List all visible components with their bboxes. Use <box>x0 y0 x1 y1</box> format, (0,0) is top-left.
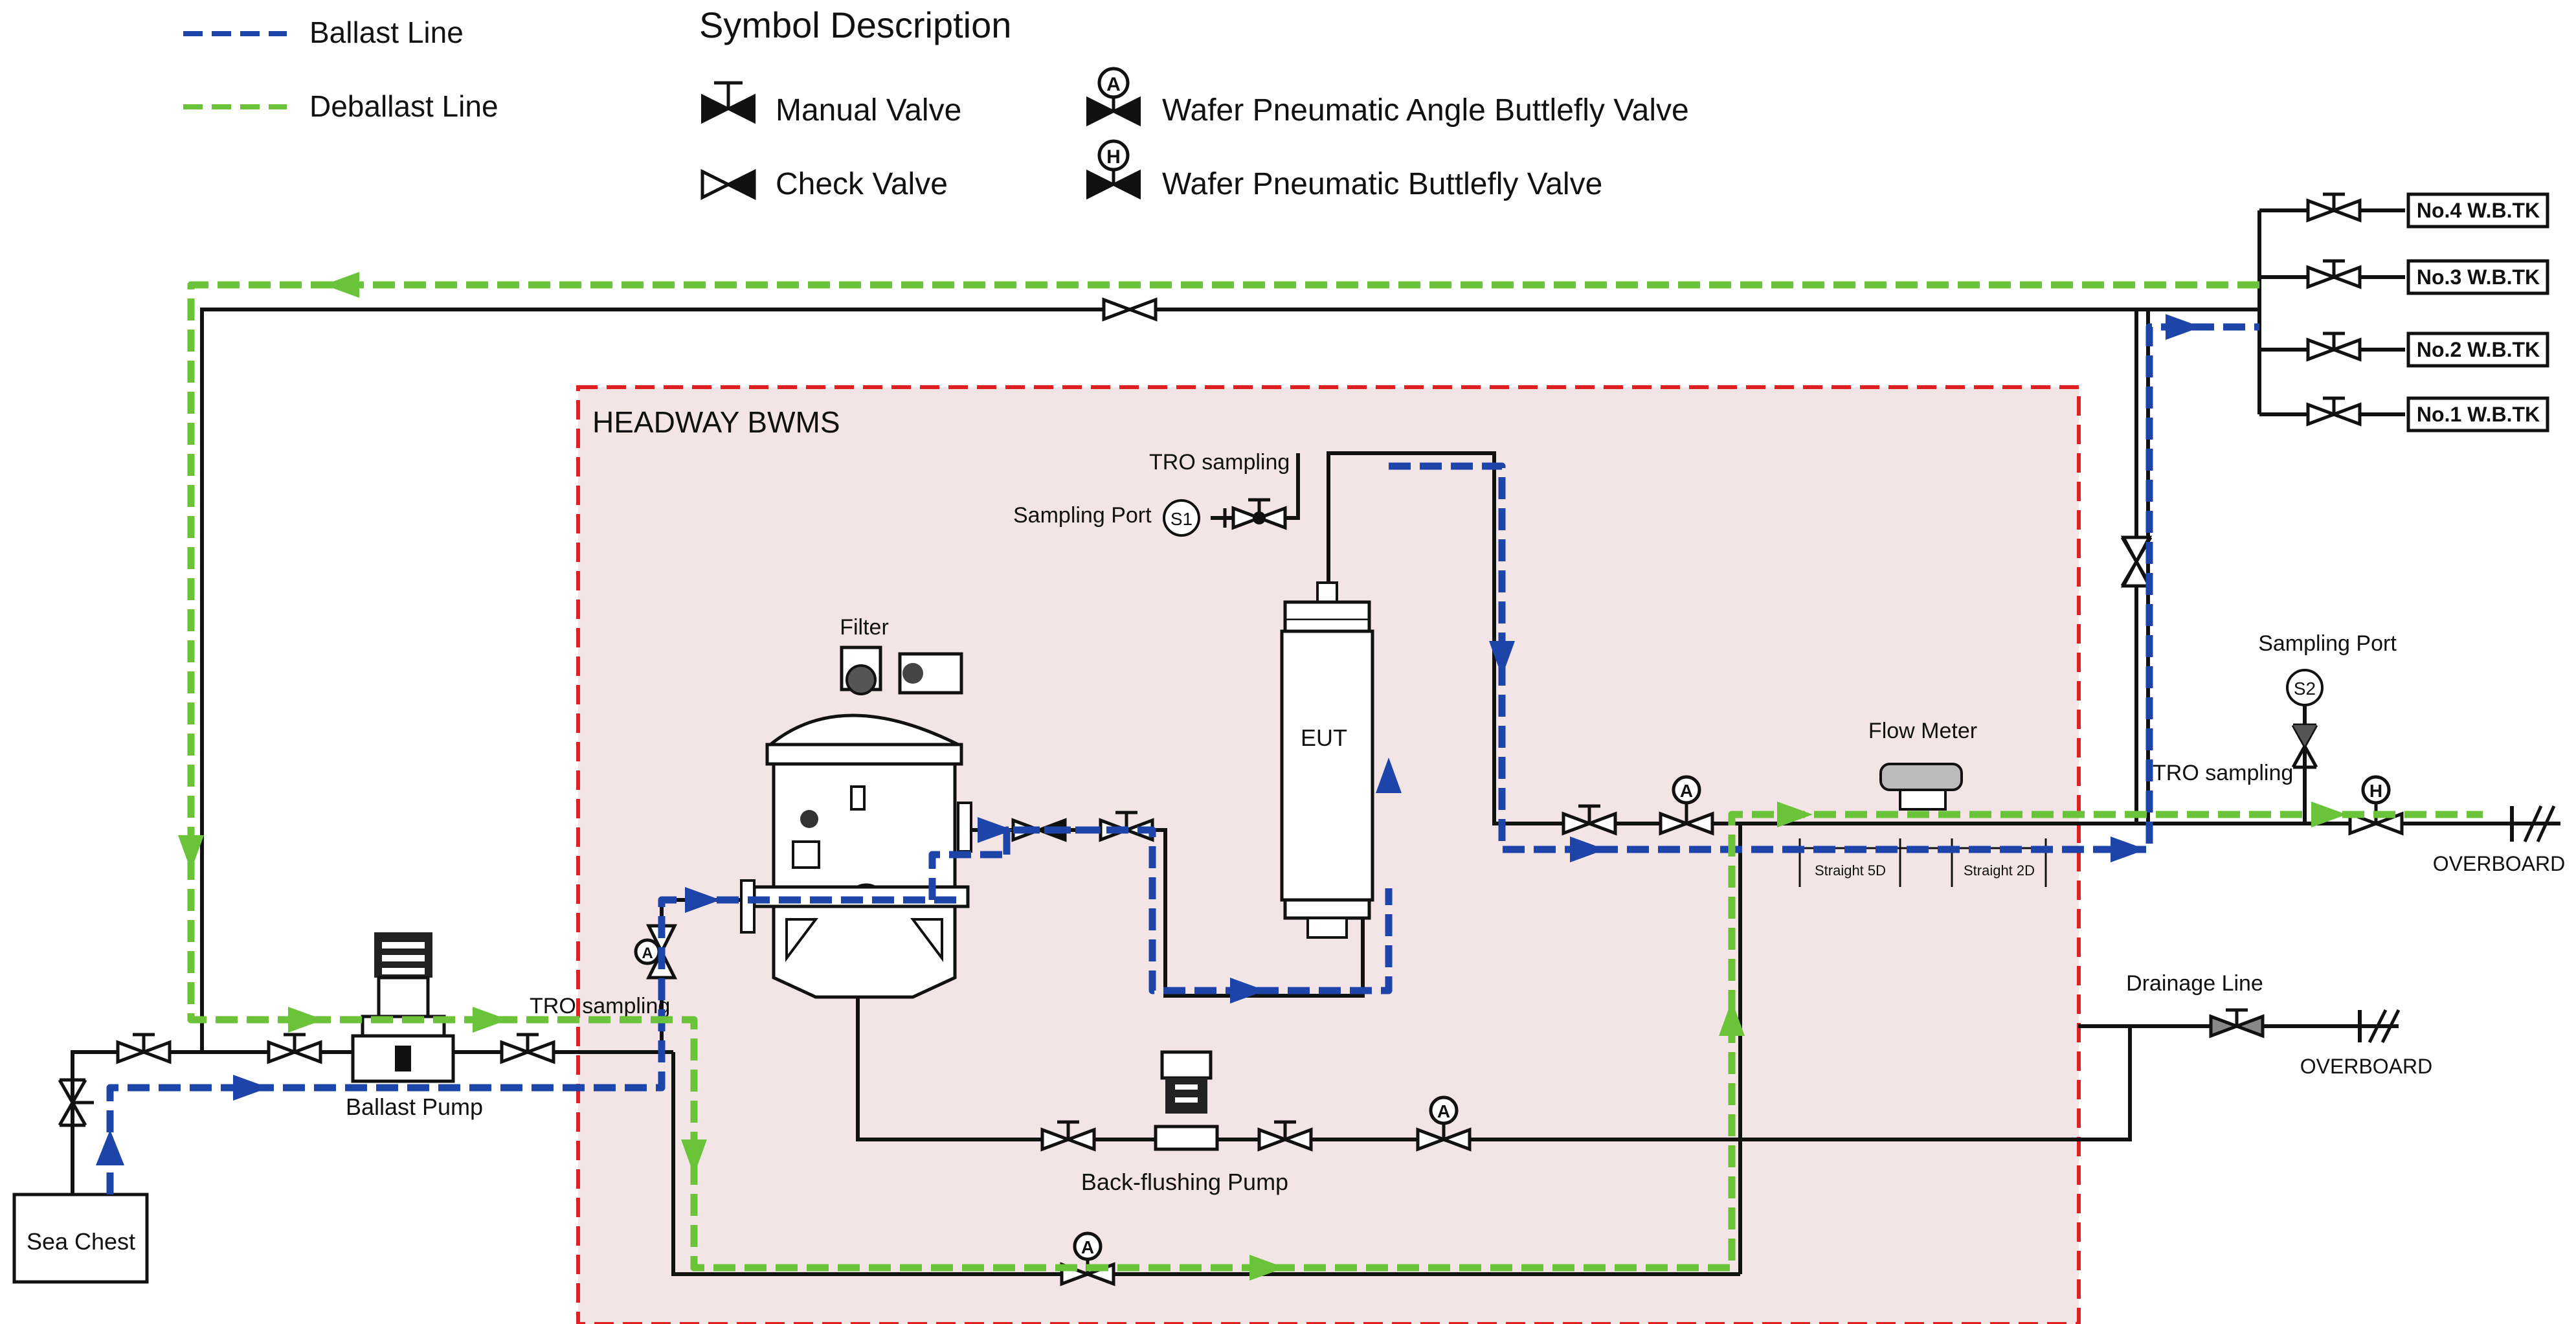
green-arrow-down-left <box>178 835 204 871</box>
return-line-check-valve-icon <box>1102 297 1158 322</box>
tank-no4 <box>2406 192 2549 229</box>
flow-meter <box>1798 763 2047 887</box>
eut-outlet-valve-icon <box>1562 804 1617 836</box>
butterfly-valve-letter: H <box>1106 146 1121 168</box>
suction-valve-3-icon <box>500 1033 555 1064</box>
backflush-angle-valve-icon: A <box>1416 1095 1472 1152</box>
ballast-pump <box>351 932 455 1083</box>
backflush-valve-1-icon <box>1040 1120 1096 1152</box>
back-flushing-pump <box>1154 1050 1219 1151</box>
sea-chest-label: Sea Chest <box>27 1228 135 1255</box>
green-arrow-bypass-2 <box>473 1007 508 1033</box>
blue-arrow-eut-bottom <box>1230 978 1266 1004</box>
ballast-line-label: Ballast Line <box>309 16 464 49</box>
blue-arrow-eut-down <box>1489 641 1515 677</box>
s2-valve-icon <box>2291 723 2318 769</box>
s2-port <box>2286 669 2324 706</box>
angle-valve-letter: A <box>1106 74 1121 95</box>
tank-no4-label: No.4 W.B.TK <box>2417 199 2540 222</box>
eut-label: EUT <box>1301 724 1347 751</box>
backflush-valve-2-icon <box>1257 1120 1313 1152</box>
drainage-valve-icon <box>2209 1008 2265 1038</box>
svg-text:A: A <box>1437 1101 1450 1121</box>
angle-butterfly-valve-icon: A <box>1086 67 1141 127</box>
angle-valve-label: Wafer Pneumatic Angle Buttlefly Valve <box>1162 93 1689 128</box>
sea-chest-valve-icon <box>58 1078 94 1127</box>
deballast-flow-line <box>187 281 2483 1272</box>
green-arrow-bypass-1 <box>288 1007 324 1033</box>
svg-text:A: A <box>642 945 653 962</box>
s1-port <box>1163 499 1200 537</box>
svg-text:A: A <box>1680 781 1693 801</box>
green-arrow-down-inlet <box>681 1139 707 1175</box>
overboard-drain-label: OVERBOARD <box>2300 1055 2432 1078</box>
legend: Ballast Line Deballast Line <box>183 16 498 123</box>
tank4-valve-icon <box>2306 192 2362 223</box>
tank2-valve-icon <box>2306 331 2362 362</box>
sea-chest <box>12 1193 149 1284</box>
eut-reactor <box>1280 581 1374 939</box>
straight-2d-label: Straight 2D <box>1964 862 2035 879</box>
ballast-pump-label: Ballast Pump <box>346 1094 483 1120</box>
blue-arrow-sea-chest <box>96 1130 124 1165</box>
s1-valve-icon <box>1223 498 1287 530</box>
butterfly-valve-label: Wafer Pneumatic Buttlefly Valve <box>1162 167 1602 201</box>
blue-arrow-filter-in <box>685 887 721 913</box>
check-valve-icon <box>700 168 756 201</box>
pneumatic-butterfly-valve-icon: H <box>1086 139 1141 200</box>
flow-meter-label: Flow Meter <box>1868 719 1977 743</box>
green-arrow-up <box>1719 1000 1745 1036</box>
tank-no3-label: No.3 W.B.TK <box>2417 265 2540 289</box>
sampling-port-s2-label: Sampling Port <box>2258 631 2397 656</box>
blue-arrow-filter-out <box>978 817 1013 843</box>
green-arrow-overboard <box>2311 802 2347 827</box>
tank-no1-label: No.1 W.B.TK <box>2417 403 2540 426</box>
tank1-valve-icon <box>2306 396 2362 427</box>
blue-arrow-outlet <box>1570 836 1606 862</box>
tro-sampling-left-label: TRO sampling <box>530 994 670 1018</box>
s2-port-label: S2 <box>2294 679 2316 699</box>
filter-label: Filter <box>840 615 889 640</box>
flow-arrows <box>96 272 2347 1281</box>
green-arrow-top <box>324 272 359 298</box>
manual-valve-icon <box>701 81 756 124</box>
eut-outlet-angle-valve-icon: A <box>1659 775 1714 836</box>
green-arrow-flow-meter <box>1777 802 1813 827</box>
tank-no2-label: No.2 W.B.TK <box>2417 338 2540 361</box>
tank-no3 <box>2406 259 2549 295</box>
check-valve-label: Check Valve <box>776 167 948 201</box>
overboard-butterfly-valve-icon: H <box>2348 775 2404 836</box>
overboard-main-terminal <box>2505 805 2560 843</box>
tro-sampling-top-label: TRO sampling <box>1149 450 1290 475</box>
symbol-legend: Symbol Description Manual Valve Check Va… <box>699 5 1689 201</box>
tank-no2 <box>2406 331 2549 368</box>
suction-valve-2-icon <box>267 1033 322 1064</box>
tank3-valve-icon <box>2306 259 2362 289</box>
green-arrow-bottom <box>1249 1255 1285 1281</box>
blue-arrow-tanks <box>2166 314 2201 340</box>
suction-valve-1-icon <box>116 1033 172 1064</box>
svg-text:A: A <box>1081 1237 1094 1257</box>
riser-valve-icon <box>2120 535 2153 588</box>
bwms-title: HEADWAY BWMS <box>592 405 840 439</box>
overboard-drain-terminal <box>2350 1009 2401 1044</box>
symbol-description-title: Symbol Description <box>699 5 1011 45</box>
svg-text:H: H <box>2369 781 2382 801</box>
manual-valve-label: Manual Valve <box>776 93 961 128</box>
tank-list: No.4 W.B.TK No.3 W.B.TK No.2 W.B.TK No.1… <box>2406 192 2549 432</box>
s1-port-label: S1 <box>1170 509 1193 529</box>
blue-arrow-riser <box>2111 836 2146 862</box>
deballast-line-label: Deballast Line <box>309 89 498 123</box>
blue-arrow-suction <box>233 1075 269 1101</box>
overboard-main-label: OVERBOARD <box>2433 852 2565 875</box>
blue-arrow-eut-up <box>1376 757 1402 793</box>
back-flushing-pump-label: Back-flushing Pump <box>1081 1169 1288 1195</box>
tank-no1 <box>2406 396 2549 432</box>
drainage-line-label: Drainage Line <box>2126 971 2263 996</box>
tro-sampling-right-label: TRO sampling <box>2153 761 2293 785</box>
straight-5d-label: Straight 5D <box>1815 862 1886 879</box>
sampling-port-s1-label: Sampling Port <box>1013 503 1152 528</box>
